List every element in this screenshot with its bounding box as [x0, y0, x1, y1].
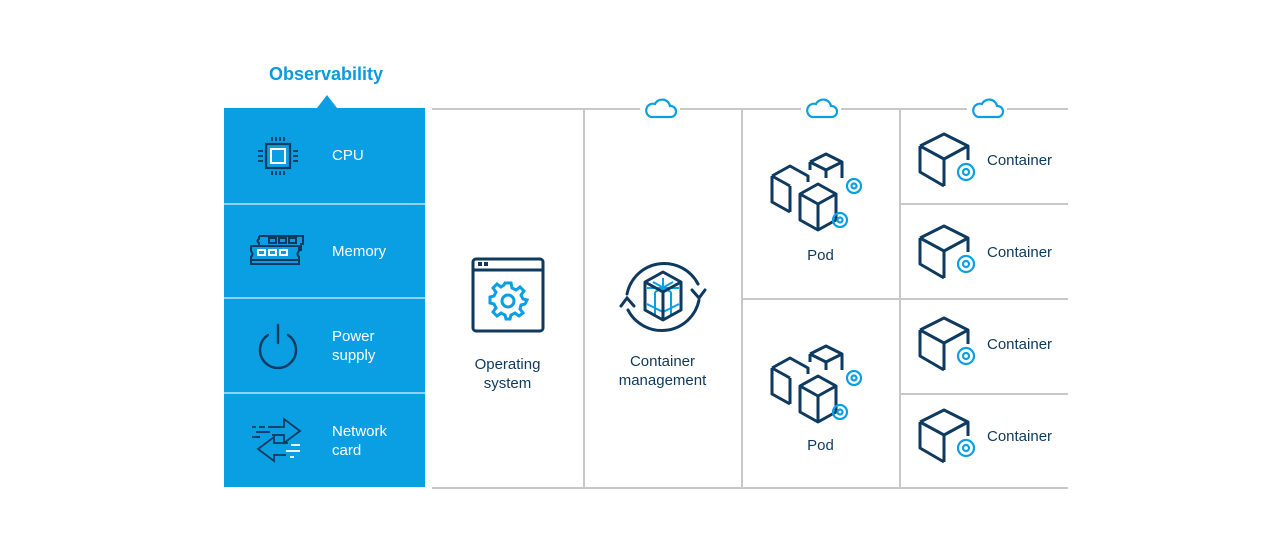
container-icon: [916, 222, 982, 287]
cpu-icon: [224, 132, 332, 180]
memory-icon: [224, 232, 332, 272]
top-border: [432, 108, 1068, 110]
observability-item-memory: Memory: [224, 205, 425, 298]
container-item: Container: [916, 130, 1052, 195]
container-cycle-icon: [584, 254, 741, 342]
container-label: Container: [987, 336, 1053, 353]
column-divider: [583, 108, 585, 488]
container-management-label: Container management: [618, 353, 707, 389]
pointer-triangle: [317, 95, 337, 108]
operating-system-label: Operating system: [474, 356, 541, 392]
row-divider: [899, 203, 1068, 205]
container-management-layer: Container management: [584, 254, 741, 390]
network-card-icon: [224, 415, 332, 467]
cloud-icon: [967, 96, 1007, 120]
container-label: Container: [987, 152, 1053, 169]
container-label: Container: [987, 428, 1053, 445]
container-item: Container: [916, 222, 1052, 287]
pod-label: Pod: [807, 437, 834, 454]
observability-item-label: Power supply: [332, 327, 376, 364]
container-icon: [916, 130, 982, 195]
container-icon: [916, 406, 982, 471]
container-item: Container: [916, 314, 1052, 379]
pod-item: Pod: [742, 342, 899, 455]
container-item: Container: [916, 406, 1052, 471]
divider: [224, 392, 425, 394]
pod-icon: [742, 150, 899, 242]
container-label: Container: [987, 244, 1053, 261]
os-window-gear-icon: [432, 256, 583, 334]
row-divider: [899, 393, 1068, 395]
divider: [224, 203, 425, 205]
observability-panel: CPU Memory Power supply: [224, 108, 425, 487]
cloud-icon: [640, 96, 680, 120]
pod-icon: [742, 342, 899, 434]
observability-item-label: Memory: [332, 243, 387, 260]
observability-item-network-card: Network card: [224, 394, 425, 487]
observability-item-power-supply: Power supply: [224, 299, 425, 392]
power-icon: [224, 321, 332, 371]
pod-item: Pod: [742, 150, 899, 265]
cloud-icon: [801, 96, 841, 120]
observability-item-label: Network card: [332, 422, 388, 459]
pod-label: Pod: [807, 247, 834, 264]
bottom-border: [432, 487, 1068, 489]
operating-system-layer: Operating system: [432, 256, 583, 393]
container-icon: [916, 314, 982, 379]
observability-title: Observability: [268, 64, 384, 84]
row-divider: [741, 298, 1068, 300]
divider: [224, 297, 425, 299]
observability-item-label: CPU: [332, 147, 364, 164]
observability-item-cpu: CPU: [224, 108, 425, 203]
